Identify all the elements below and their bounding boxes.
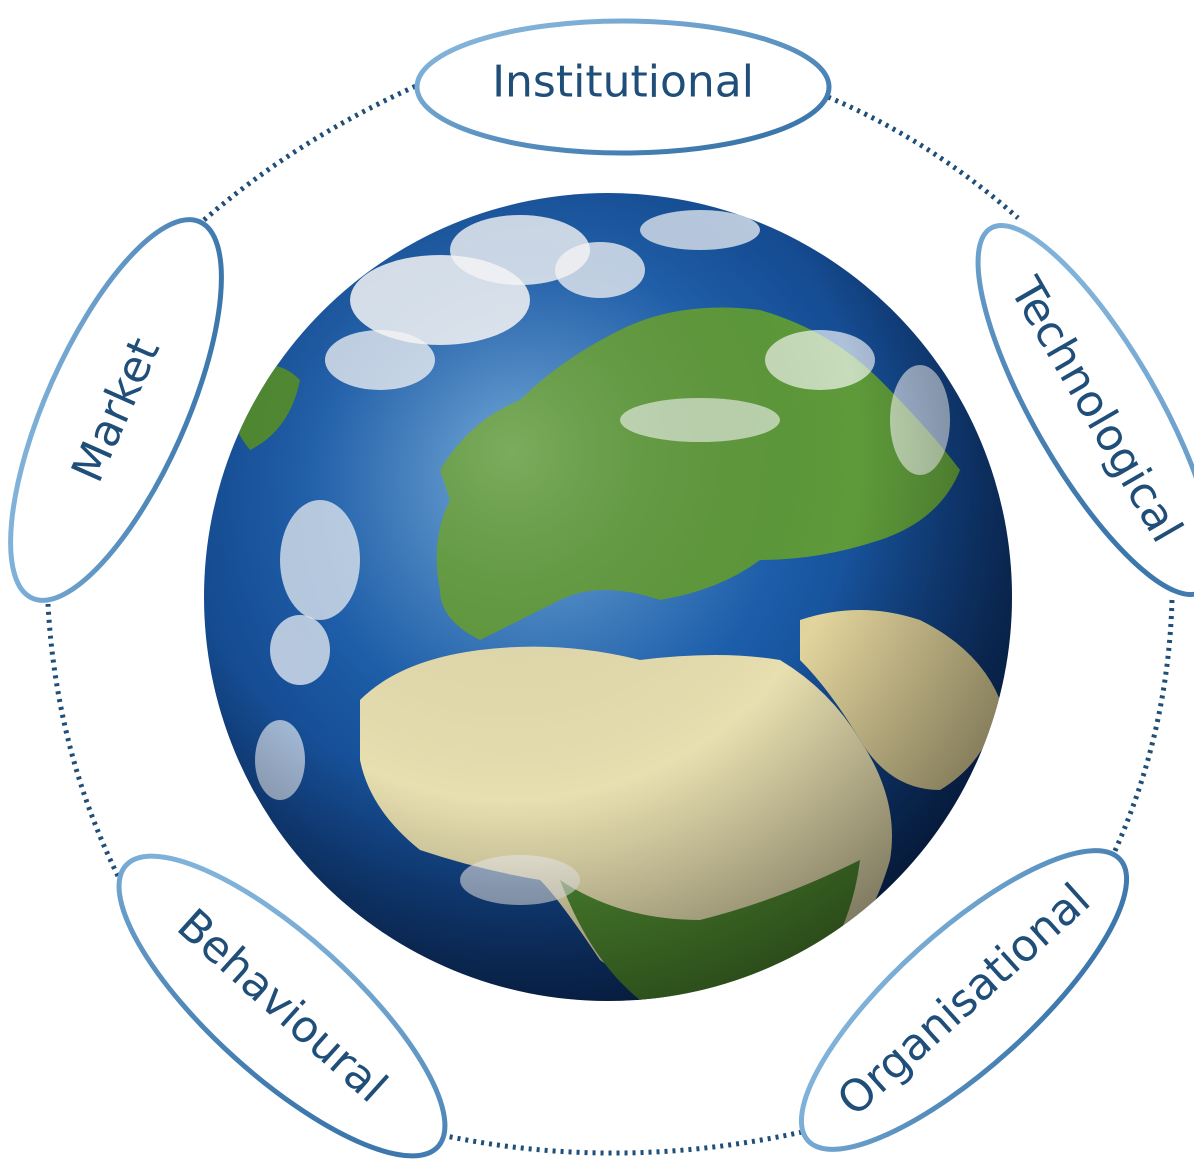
ellipse-institutional: Institutional xyxy=(414,18,832,156)
connector-technological-organisational xyxy=(1105,599,1175,868)
connector-behavioural-market xyxy=(45,603,121,878)
connector-ring xyxy=(45,83,1175,1156)
connector-institutional-technological xyxy=(827,94,1020,220)
label-institutional: Institutional xyxy=(492,57,754,108)
connector-organisational-behavioural xyxy=(445,1129,803,1156)
ellipse-market: Market xyxy=(8,217,224,603)
connector-market-institutional xyxy=(202,83,418,222)
earth-globe xyxy=(204,193,1012,1001)
